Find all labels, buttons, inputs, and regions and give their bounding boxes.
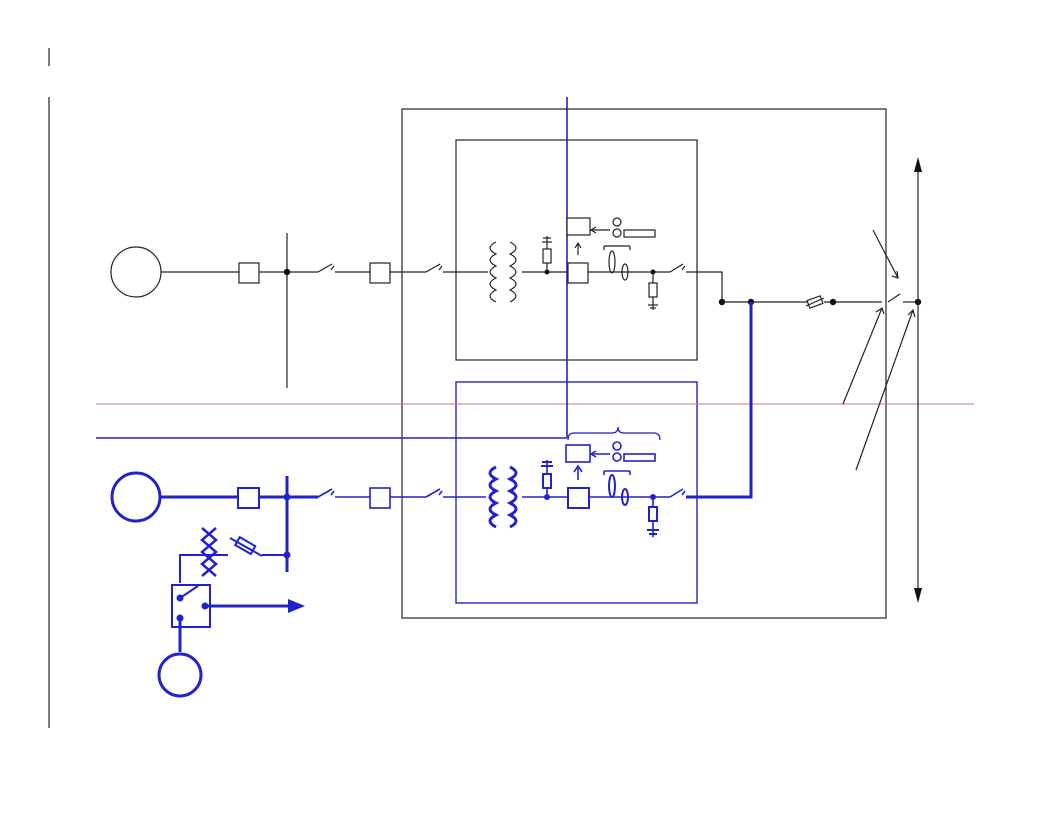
breaker-box [567, 487, 590, 509]
generator-circle [110, 246, 162, 298]
leader-line [872, 229, 899, 279]
generator-circle [110, 471, 162, 523]
relay-box [565, 444, 591, 463]
breaker-box [238, 262, 260, 284]
arrow [288, 599, 305, 613]
meter-icon [612, 441, 622, 451]
fuse [805, 295, 825, 309]
disconnect-switch [317, 263, 370, 273]
disconnect-switch [425, 263, 488, 273]
arrester [541, 460, 553, 497]
disconnect-switch [317, 488, 370, 498]
breaker-box [369, 487, 391, 509]
disconnect-switch [669, 263, 708, 273]
disconnect-switch [669, 488, 686, 498]
transformer-coil [488, 465, 518, 529]
outer-enclosure [401, 108, 887, 619]
upper-cubicle [455, 139, 698, 361]
leader-line [855, 309, 914, 471]
breaker-box [369, 262, 391, 284]
arrester [542, 236, 552, 272]
reactor-coil [200, 527, 218, 577]
transformer-coil [489, 241, 517, 303]
fuse [229, 535, 263, 557]
meter-icon [612, 217, 622, 227]
current-transformer [608, 250, 629, 281]
generator-circle [157, 652, 203, 698]
arrester [647, 497, 659, 537]
breaker-box [237, 487, 260, 509]
blue-riser [686, 302, 753, 499]
meter-icon [612, 452, 622, 462]
disconnect-switch [425, 488, 486, 498]
current-transformer [608, 474, 629, 506]
lower-cubicle [455, 381, 698, 604]
leader-line [842, 307, 883, 405]
relay-box [566, 217, 591, 236]
brace [567, 426, 661, 441]
arrester [648, 272, 658, 310]
disconnect-switch [876, 293, 918, 303]
breaker-box [567, 262, 589, 284]
meter-icon [612, 228, 622, 238]
